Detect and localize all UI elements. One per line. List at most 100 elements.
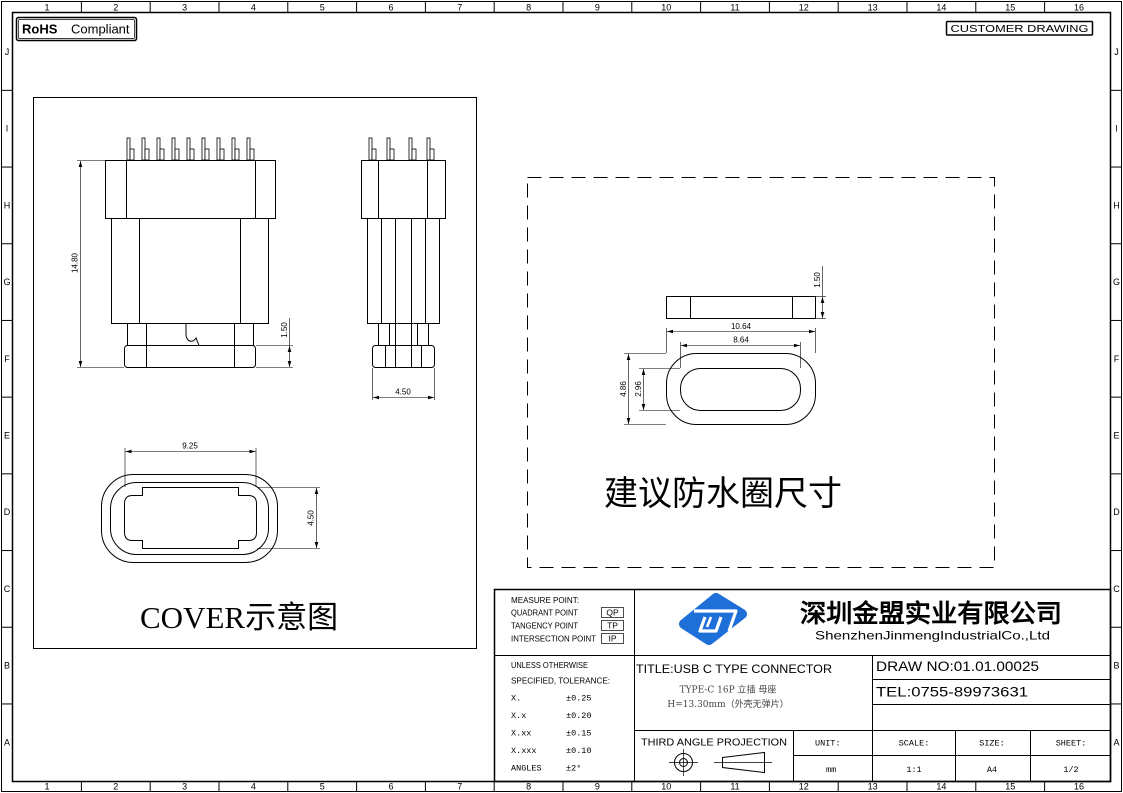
zone-column-label-bottom: 14 <box>936 782 946 792</box>
cover-opening <box>124 487 257 549</box>
cover-inner-edge <box>110 482 269 555</box>
tolerance-value: ±0.15 <box>566 729 592 739</box>
break-line <box>185 323 200 346</box>
dimension-gasket-inner-width: 2.96 <box>634 368 680 411</box>
title-block: MEASURE POINT: QUADRANT POINT QP TANGENC… <box>493 588 1112 783</box>
front-pins-stroke <box>204 148 210 161</box>
front-middle-section <box>111 218 269 324</box>
tolerance-label: X. <box>511 694 521 704</box>
gasket-side-view <box>666 296 816 319</box>
tolerance-label: X.x <box>511 711 526 721</box>
zone-column-label-bottom: 9 <box>595 782 600 792</box>
zone-row-label-right: F <box>1114 354 1120 364</box>
dimension-cover-width: 4.50 <box>257 487 320 549</box>
side-base-section <box>372 345 435 368</box>
front-pins-stroke <box>171 137 176 161</box>
projection-label: THIRD ANGLE PROJECTION <box>641 737 787 749</box>
dim-cover-width-label: 4.50 <box>307 510 316 526</box>
zone-row-label-left: D <box>4 507 11 517</box>
measure-point-heading: MEASURE POINT: <box>511 595 579 605</box>
rohs-label: RoHS <box>22 22 58 37</box>
dim-side-width-label: 4.50 <box>395 388 411 397</box>
measure-point-legend-stroke <box>601 633 624 644</box>
dimension-gasket-inner-length: 8.64 <box>680 336 801 368</box>
front-top-section <box>105 160 276 219</box>
zone-row-label-right: C <box>1113 584 1120 594</box>
side-pins-stroke <box>426 137 431 161</box>
front-pins-stroke <box>129 148 135 161</box>
zone-column-label-bottom: 11 <box>730 782 739 792</box>
zone-column-label-top: 7 <box>457 3 462 13</box>
zone-column-label-top: 16 <box>1074 3 1084 13</box>
front-pins-stroke <box>234 148 240 161</box>
front-pins <box>126 137 255 161</box>
size-value: A4 <box>987 765 997 775</box>
dimension-gasket-outer-length: 10.64 <box>666 322 816 353</box>
front-pins-stroke <box>174 148 180 161</box>
gasket-inner-edge <box>680 368 801 411</box>
side-middle-section <box>367 218 440 324</box>
zone-column-label-top: 13 <box>868 3 878 13</box>
dimension-cover-length: 9.25 <box>124 442 257 487</box>
dimension-height: 14.80 <box>71 160 124 368</box>
zone-row-label-right: E <box>1113 431 1119 441</box>
zone-column-label-top: 1 <box>44 3 49 13</box>
telephone: TEL:0755-89973631 <box>876 685 1028 700</box>
tolerance-table: UNLESS OTHERWISE SPECIFIED, TOLERANCE: X… <box>511 660 610 774</box>
zone-row-label-left: F <box>4 354 10 364</box>
front-view: 14.80 1.50 <box>71 137 293 368</box>
side-pins-stroke <box>386 137 391 161</box>
dimension-base: 1.50 <box>256 318 293 368</box>
gasket-side-view-stroke <box>666 296 816 319</box>
front-pins-stroke <box>189 148 195 161</box>
gasket-dashed-border <box>527 177 995 568</box>
company-header: 深圳金盟实业有限公司 ShenzhenJinmengIndustrialCo.,… <box>679 593 1062 645</box>
zone-column-label-bottom: 13 <box>868 782 878 792</box>
drawing-title: TITLE:USB C TYPE CONNECTOR <box>636 662 832 676</box>
front-pins-stroke <box>219 148 225 161</box>
front-pins-stroke <box>126 137 131 161</box>
dim-gasket-outer-width-label: 4.86 <box>619 381 628 397</box>
dimension-gasket-thickness: 1.50 <box>813 266 826 319</box>
dimension-side-width: 4.50 <box>372 368 435 400</box>
size-label: SIZE: <box>979 739 1005 749</box>
zone-column-label-bottom: 6 <box>388 782 393 792</box>
zone-column-label-top: 9 <box>595 3 600 13</box>
gasket-panel: 1.50 10.64 8.64 4.86 2.96 <box>527 177 995 568</box>
dim-gasket-inner-length-label: 8.64 <box>733 336 749 345</box>
intersection-point-code: IP <box>608 634 616 644</box>
company-logo-icon-stroke <box>694 609 738 632</box>
front-pins-stroke <box>246 137 251 161</box>
dim-gasket-inner-width-label: 2.96 <box>634 381 643 397</box>
description-line2: H=13.30mm（外壳无弹片） <box>667 698 788 710</box>
zone-row-label-left: I <box>6 124 9 134</box>
quadrant-point-code: QP <box>606 608 619 618</box>
zone-column-label-top: 10 <box>661 3 671 13</box>
front-pins-stroke <box>186 137 191 161</box>
zone-row-label-right: I <box>1115 124 1118 134</box>
tangency-point-label: TANGENCY POINT <box>511 621 578 631</box>
front-pins-stroke <box>216 137 221 161</box>
zone-row-label-left: B <box>4 661 10 671</box>
side-pins-stroke <box>389 148 395 161</box>
zone-column-label-bottom: 15 <box>1005 782 1015 792</box>
tolerance-note-line2: SPECIFIED, TOLERANCE: <box>511 676 610 686</box>
dimension-gasket-outer-width: 4.86 <box>619 353 666 425</box>
compliant-label: Compliant <box>71 22 130 37</box>
zone-column-label-top: 8 <box>526 3 531 13</box>
front-pins-stroke <box>231 137 236 161</box>
customer-drawing-stamp: CUSTOMER DRAWING <box>945 20 1094 36</box>
zone-row-label-left: A <box>4 737 10 747</box>
sheet-label: SHEET: <box>1056 739 1087 749</box>
zone-column-label-top: 12 <box>799 3 809 13</box>
side-pins-stroke <box>408 137 413 161</box>
third-angle-projection-symbol <box>669 749 772 776</box>
zone-row-label-left: C <box>4 584 11 594</box>
tolerance-value: ±0.25 <box>566 694 592 704</box>
measure-point-legend-stroke <box>601 620 624 631</box>
front-base-section <box>124 345 256 368</box>
cover-view-panel: 14.80 1.50 <box>33 97 477 649</box>
measure-point-legend: MEASURE POINT: QUADRANT POINT QP TANGENC… <box>511 595 624 644</box>
rohs-badge-stroke <box>18 19 135 39</box>
